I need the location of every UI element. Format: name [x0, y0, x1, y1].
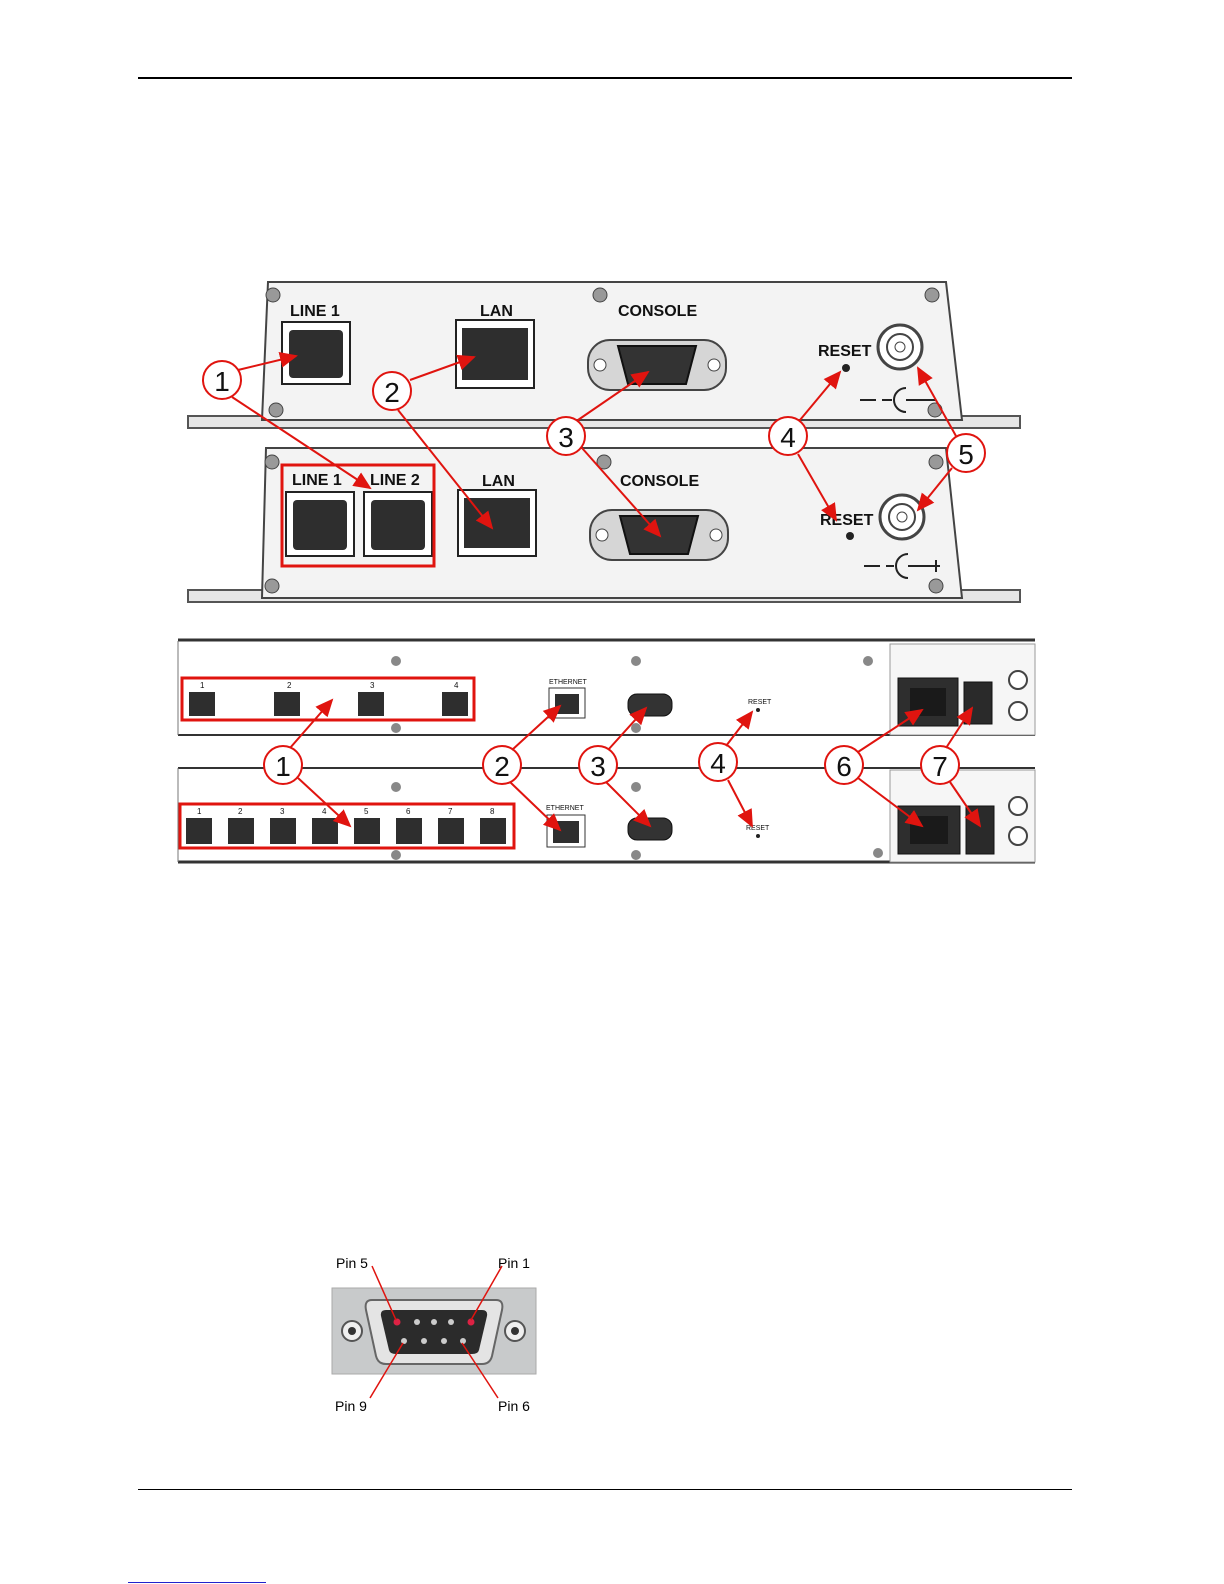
- footer-rule: [138, 1489, 1072, 1490]
- footer-link-underline: [128, 1582, 266, 1583]
